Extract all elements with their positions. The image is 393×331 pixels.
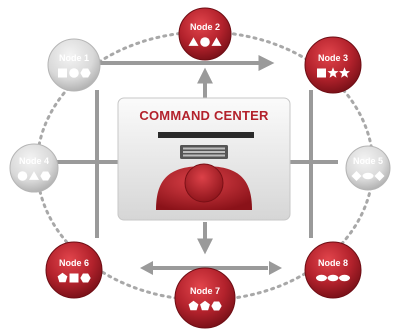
triangle-icon (188, 37, 199, 46)
command-center: COMMAND CENTER (117, 97, 291, 221)
diamond-icon (351, 171, 362, 181)
node-1-label: Node 1 (59, 53, 89, 63)
node-4[interactable]: Node 4 (9, 143, 59, 193)
keyboard-icon (180, 145, 228, 159)
node-4-circle (9, 143, 59, 193)
node-8-label: Node 8 (318, 258, 348, 268)
command-center-title: COMMAND CENTER (139, 108, 269, 123)
node-1-circle (47, 38, 101, 92)
pentagon-icon (57, 272, 68, 283)
node-3[interactable]: Node 3 (304, 36, 362, 94)
node-6-label: Node 6 (59, 258, 89, 268)
node-4-label: Node 4 (19, 156, 49, 166)
node-5[interactable]: Node 5 (345, 145, 391, 191)
hexagon-icon (80, 273, 91, 283)
node-3-label: Node 3 (318, 53, 348, 63)
star-icon (339, 67, 350, 78)
circle-icon (200, 37, 210, 47)
pentagon-icon (200, 300, 210, 311)
node-5-circle (345, 145, 391, 191)
node-8[interactable]: Node 8 (304, 241, 362, 299)
node-2-label: Node 2 (190, 22, 220, 32)
ellipse-icon (327, 274, 339, 282)
node-5-label: Node 5 (353, 156, 383, 166)
triangle-icon (211, 37, 222, 46)
node-6-circle (45, 241, 103, 299)
node-3-circle (304, 36, 362, 94)
square-icon (69, 273, 79, 283)
arrowhead-right (269, 261, 282, 275)
circle-icon (17, 171, 28, 181)
ellipse-icon (316, 274, 327, 282)
ellipse-icon (339, 274, 350, 282)
operator-icon (156, 163, 252, 210)
monitor-icon (158, 132, 254, 138)
triangle-icon (29, 171, 39, 180)
node-2[interactable]: Node 2 (178, 7, 232, 61)
hexagon-icon (40, 171, 51, 181)
node-8-circle (304, 241, 362, 299)
square-icon (58, 68, 67, 78)
circle-icon (69, 68, 79, 78)
pentagon-icon (188, 300, 199, 311)
node-7-circle (174, 267, 236, 329)
node-1[interactable]: Node 1 (47, 38, 101, 92)
node-2-circle (178, 7, 232, 61)
node-7-label: Node 7 (190, 286, 220, 296)
connectors (54, 55, 338, 270)
hexagon-icon (211, 301, 222, 311)
square-icon (317, 68, 326, 78)
diamond-icon (374, 171, 385, 181)
arrowhead-left (140, 261, 153, 275)
node-6[interactable]: Node 6 (45, 241, 103, 299)
star-icon (327, 67, 339, 78)
node-7[interactable]: Node 7 (174, 267, 236, 329)
hexagon-icon (80, 68, 91, 78)
ellipse-icon (362, 172, 374, 180)
